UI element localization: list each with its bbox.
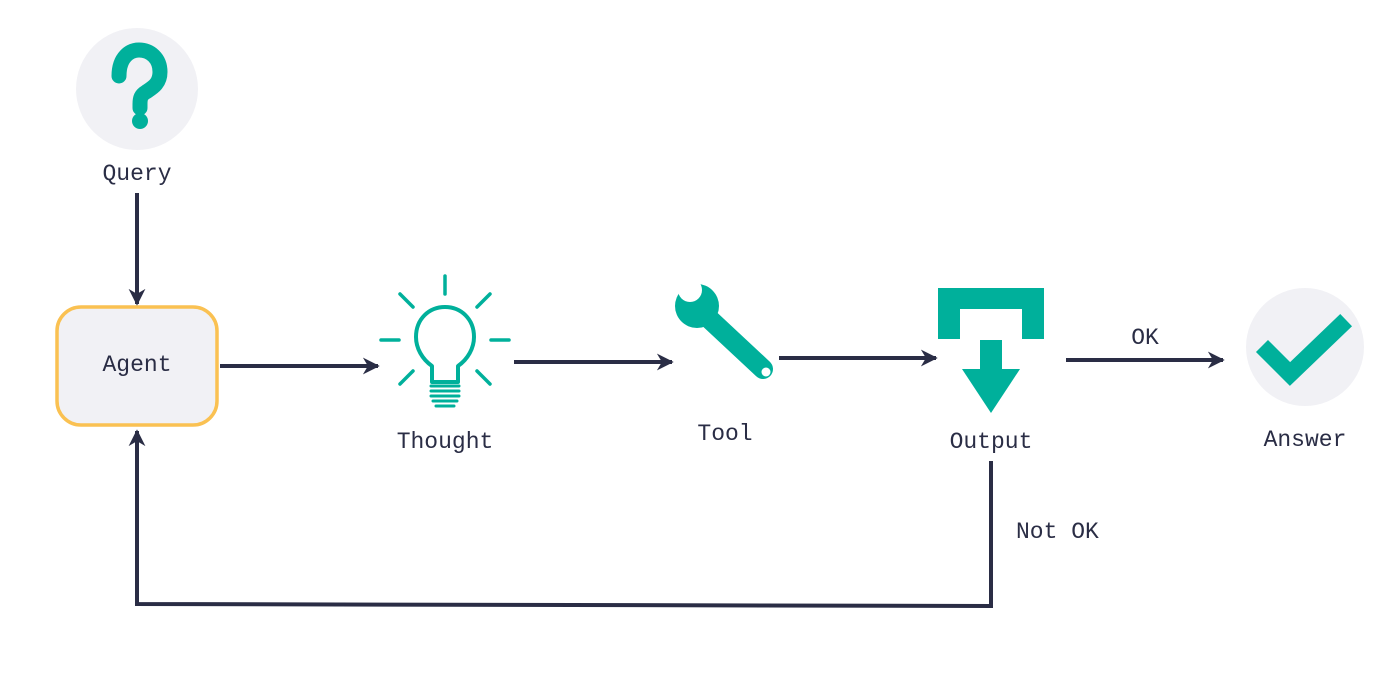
tool-label: Tool — [697, 421, 752, 447]
checkmark-icon — [1255, 313, 1353, 386]
query-label: Query — [102, 161, 171, 187]
answer-icon-disc — [1246, 288, 1364, 406]
thought-node: Thought — [379, 274, 511, 455]
query-node: Query — [76, 28, 198, 187]
edges — [128, 193, 1225, 609]
agent-box[interactable] — [55, 305, 219, 427]
edge-output-to-agent-loop — [128, 429, 993, 609]
not-ok-edge-label: Not OK — [1016, 519, 1099, 545]
tool-node: Tool — [675, 278, 773, 447]
ok-edge-label: OK — [1131, 325, 1159, 351]
agent-label: Agent — [102, 352, 171, 378]
answer-label: Answer — [1264, 427, 1347, 453]
output-label: Output — [950, 429, 1033, 455]
query-icon-disc — [76, 28, 198, 150]
output-tray-arrow-icon — [938, 288, 1044, 413]
wrench-icon — [675, 278, 773, 379]
answer-node: Answer — [1246, 288, 1364, 453]
lightbulb-icon — [379, 274, 511, 408]
question-mark-icon — [111, 42, 168, 129]
agent-node[interactable]: Agent — [55, 305, 219, 427]
thought-label: Thought — [397, 429, 494, 455]
output-node: Output — [938, 288, 1044, 455]
